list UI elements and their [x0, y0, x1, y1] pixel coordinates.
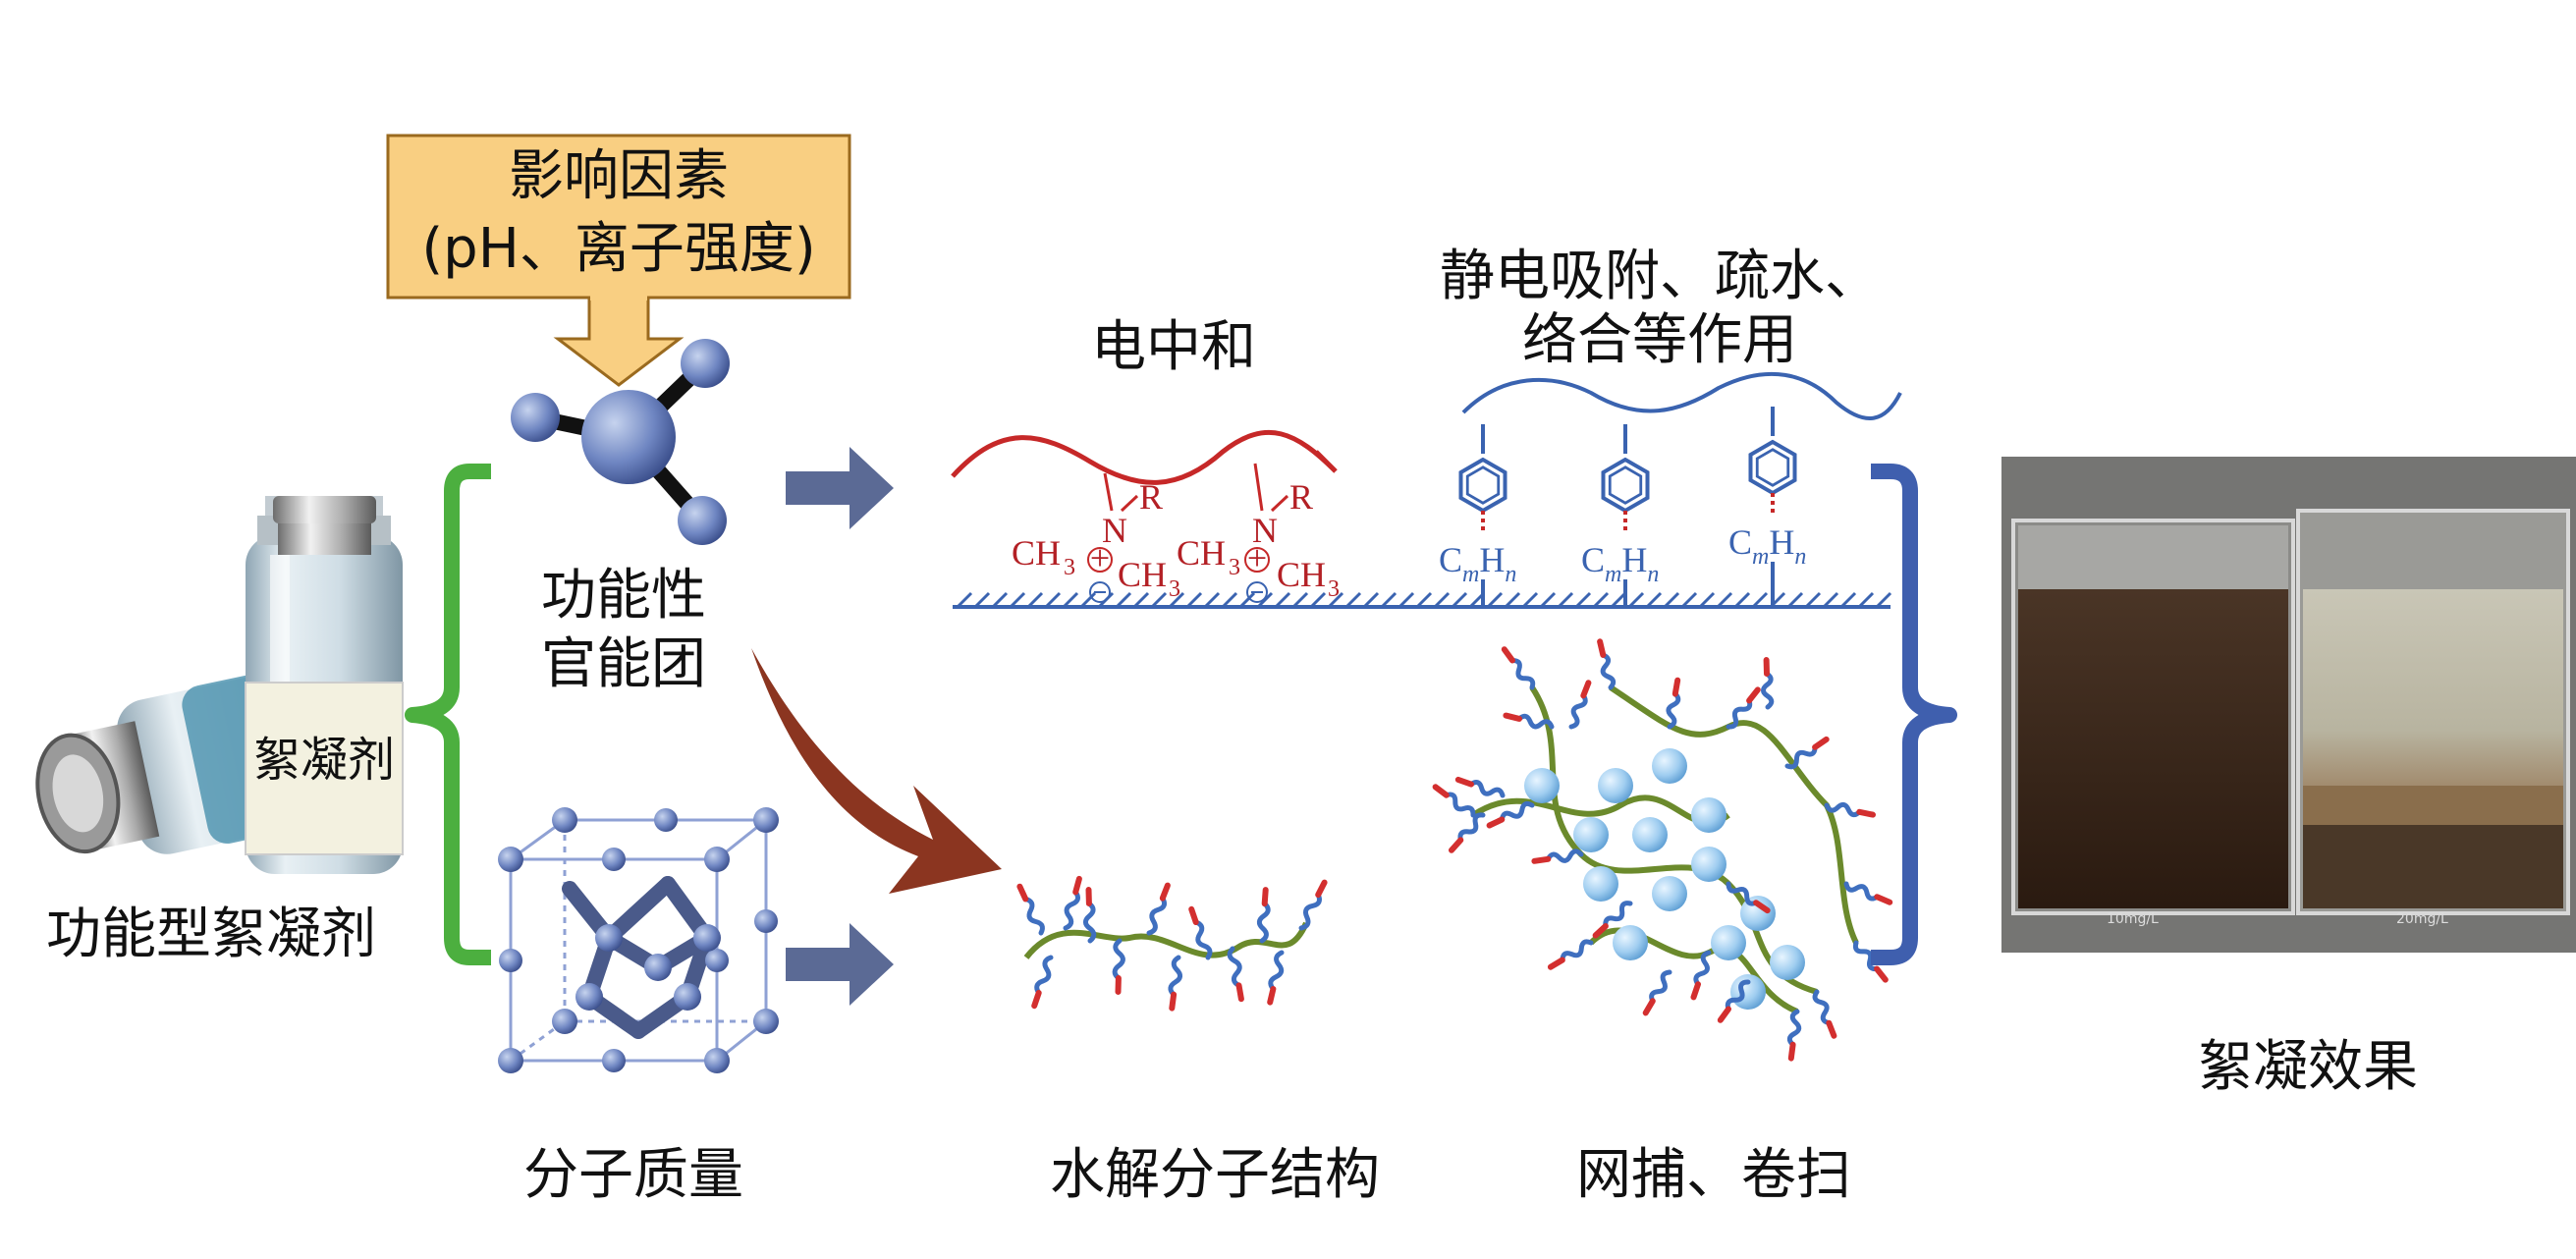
alkyl-chain-label: CmHn: [1439, 540, 1516, 587]
svg-text:N: N: [1252, 511, 1278, 550]
right-beaker-label: 20mg/L: [2396, 911, 2448, 927]
svg-text:3: 3: [1064, 555, 1075, 580]
arrow-to-charge-neutralization: [786, 447, 894, 529]
adsorption-surface: [953, 591, 1892, 609]
influence-factor-detail: (pH、离子强度): [421, 217, 815, 281]
functional-flocculant-label: 功能型絮凝剂: [46, 903, 376, 966]
alkyl-chain-label: CmHn: [1581, 540, 1659, 587]
bottle-label: 絮凝剂: [253, 733, 395, 788]
left-beaker-label: 10mg/L: [2107, 911, 2159, 927]
molecular-weight-label: 分子质量: [523, 1143, 743, 1207]
svg-text:R: R: [1289, 477, 1313, 517]
svg-text:R: R: [1139, 477, 1163, 517]
hydrolyzed-molecule-icon: [1016, 875, 1328, 1012]
svg-text:3: 3: [1328, 576, 1340, 602]
svg-text:+: +: [1090, 538, 1110, 577]
functional-group-molecule-icon: [511, 339, 730, 545]
arrow-to-hydrolysis: [786, 923, 894, 1006]
svg-text:CH: CH: [1277, 555, 1326, 594]
alkyl-chain-label: CmHn: [1728, 522, 1806, 570]
blue-bracket: [1871, 464, 1957, 965]
flocculation-effect-label: 絮凝效果: [2198, 1035, 2418, 1099]
electrostatic-title-line1: 静电吸附、疏水、: [1440, 245, 1880, 308]
svg-text:CH: CH: [1118, 555, 1167, 594]
influence-factor-box: 影响因素 (pH、离子强度): [386, 134, 851, 387]
cationic-polymer-chain: R R N N + + CH 3 CH 3 CH 3 CH 3: [951, 429, 1340, 603]
green-bracket: [405, 464, 491, 965]
svg-text:+: +: [1247, 538, 1267, 577]
svg-text:N: N: [1102, 511, 1127, 550]
functional-group-label-line2: 官能团: [541, 632, 706, 696]
charge-neutralization-title: 电中和: [1091, 315, 1256, 379]
hydrolysis-structure-label: 水解分子结构: [1050, 1143, 1380, 1207]
svg-text:3: 3: [1169, 576, 1180, 602]
svg-text:3: 3: [1229, 555, 1240, 580]
flocculation-result-photo: 10mg/L 20mg/L: [2001, 457, 2576, 953]
influence-factor-title: 影响因素: [509, 144, 729, 208]
curved-arrow-to-hydrolysis: [751, 648, 1002, 894]
functional-group-label-line1: 功能性: [541, 564, 706, 628]
sweep-flocculation-network-icon: [1432, 638, 1893, 1062]
svg-text:CH: CH: [1177, 533, 1226, 573]
hydrophobic-polymer-chain: CmHn CmHn CmHn: [1439, 371, 1902, 607]
svg-text:CH: CH: [1012, 533, 1061, 573]
sweep-flocculation-label: 网捕、卷扫: [1576, 1143, 1851, 1207]
electrostatic-title-line2: 络合等作用: [1522, 308, 1797, 372]
flocculant-bottles: 絮凝剂: [35, 496, 404, 874]
molecular-lattice-icon: [498, 807, 779, 1073]
